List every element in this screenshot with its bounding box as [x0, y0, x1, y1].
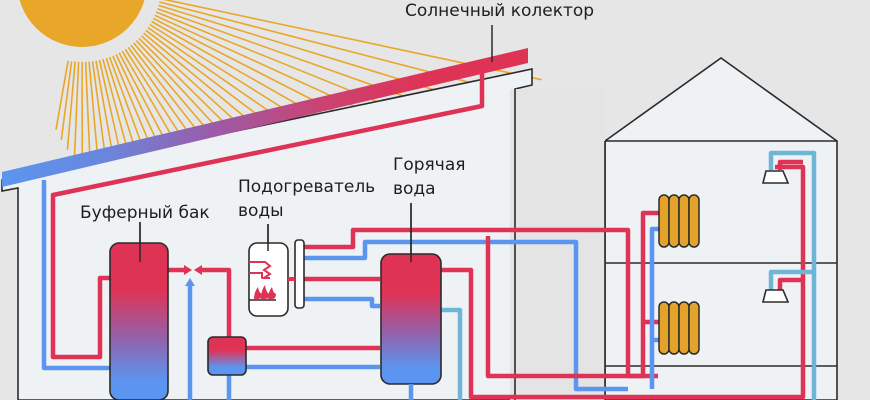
shower-hot-branch-lower: [777, 277, 803, 290]
radiators: [658, 194, 700, 355]
hot-water-tank: [380, 253, 442, 385]
building-gap: [510, 89, 605, 400]
boiler-connector-plate: [294, 239, 305, 309]
sun-ray: [55, 60, 69, 130]
radiator-fin: [658, 301, 670, 355]
sun-ray: [159, 1, 529, 99]
radiator-hot-riser: [485, 210, 660, 379]
sun-ray: [73, 61, 80, 160]
radiator-fin: [668, 194, 680, 248]
boiler-cold-feed-pipe: [304, 296, 380, 309]
pipes: [41, 60, 817, 400]
radiator-fin: [688, 194, 700, 248]
radiator-lower-icon: [658, 301, 700, 355]
mixing-valve-icon: [184, 265, 202, 286]
water-heater-label-line1: Подогреватель: [238, 177, 376, 197]
shower-upper-icon: [761, 170, 790, 184]
shower-cold-riser: [768, 150, 817, 400]
heating-coil-icon: [249, 261, 272, 279]
tank-light-to-house-pipe: [441, 307, 463, 400]
solar-collector-panel: [2, 48, 528, 187]
radiator-cold-riser: [649, 226, 660, 389]
radiator-fin: [688, 301, 700, 355]
boiler-cold-in-pipe: [304, 239, 628, 392]
collector-cold-pipe: [41, 180, 112, 371]
shower-cold-branch-lower: [768, 269, 814, 290]
radiator-fin: [658, 194, 670, 248]
sun-icon: [19, 0, 145, 47]
radiator-fin: [668, 301, 680, 355]
sun-ray: [66, 61, 76, 150]
tank-hot-to-house-pipe: [441, 164, 806, 400]
buffer-tank: [109, 242, 169, 400]
collector-hot-pipe: [50, 60, 485, 360]
flame-icon: [254, 285, 276, 299]
radiator-fin: [678, 194, 690, 248]
shower-hot-branch-upper: [777, 159, 803, 170]
radiator-upper-icon: [658, 194, 700, 248]
hot-water-label-line1: Горячая: [393, 155, 466, 175]
water-heater-boiler: [248, 242, 289, 317]
heater-return-pipe: [200, 267, 232, 340]
shower-lower-icon: [761, 289, 790, 303]
heat-exchanger: [207, 336, 247, 376]
sun-ray: [60, 61, 73, 140]
solar-collector-label: Солнечный колектор: [405, 1, 595, 21]
buffer-tank-label: Буферный бак: [80, 203, 210, 223]
hot-water-label-line2: вода: [393, 179, 436, 199]
radiator-fin: [678, 301, 690, 355]
water-heater-label-line2: воды: [238, 201, 284, 221]
